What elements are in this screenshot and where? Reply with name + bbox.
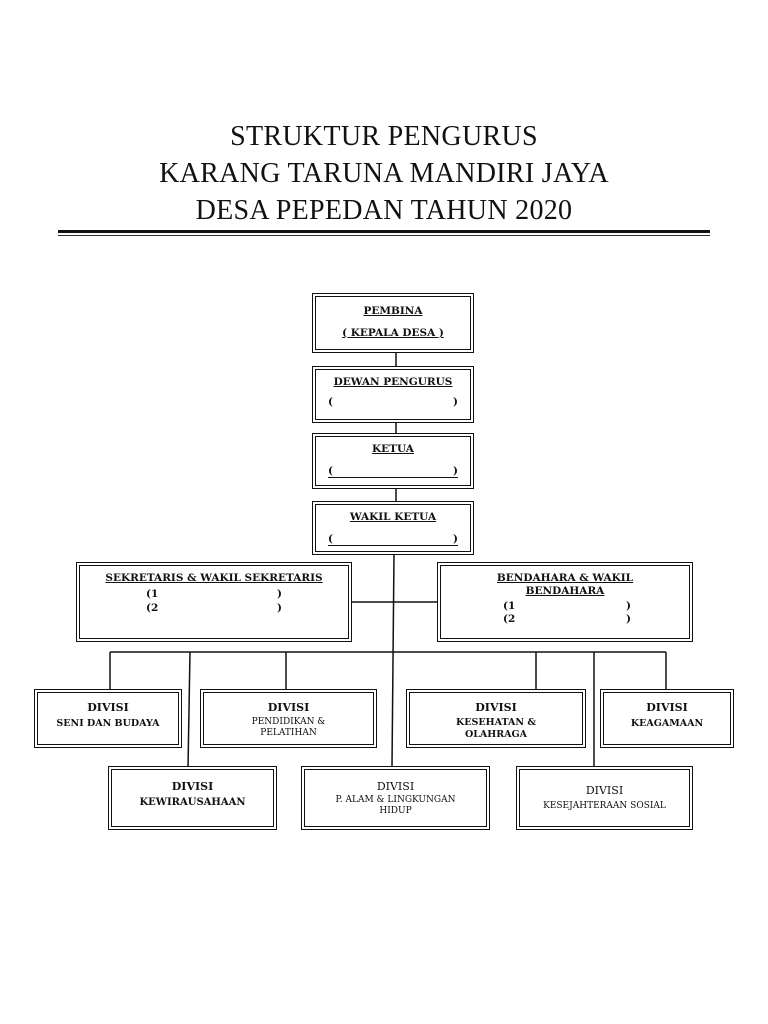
bendahara-row-2: (2 ) bbox=[503, 613, 631, 625]
ketua-name-slot: ( ) bbox=[328, 465, 458, 478]
divisi-alam-name-1: P. ALAM & LINGKUNGAN bbox=[335, 795, 456, 805]
divisi-pendidikan-name-1: PENDIDIKAN & bbox=[251, 717, 326, 727]
bendahara-r2-close: ) bbox=[626, 613, 631, 625]
chart-title: STRUKTUR PENGURUS KARANG TARUNA MANDIRI … bbox=[0, 118, 768, 229]
node-divisi-seni-budaya: DIVISI SENI DAN BUDAYA bbox=[34, 689, 182, 748]
pembina-sub: ( KEPALA DESA ) bbox=[342, 327, 444, 339]
title-line-2: KARANG TARUNA MANDIRI JAYA bbox=[159, 158, 609, 189]
divisi-kesehatan-head: DIVISI bbox=[475, 701, 517, 714]
wakil-ketua-close: ) bbox=[453, 533, 458, 545]
bendahara-label-2: BENDAHARA bbox=[525, 585, 605, 597]
divisi-keagamaan-name: KEAGAMAAN bbox=[630, 718, 704, 729]
node-divisi-kewirausahaan: DIVISI KEWIRAUSAHAAN bbox=[108, 766, 277, 830]
sekretaris-r1-open: (1 bbox=[146, 588, 159, 600]
title-rule-thin bbox=[58, 235, 710, 236]
bendahara-row-1: (1 ) bbox=[503, 600, 631, 612]
node-divisi-kesehatan: DIVISI KESEHATAN & OLAHRAGA bbox=[406, 689, 586, 748]
node-sekretaris: SEKRETARIS & WAKIL SEKRETARIS (1 ) (2 ) bbox=[76, 562, 352, 642]
bendahara-r2-open: (2 bbox=[503, 613, 516, 625]
node-divisi-pelestarian-alam: DIVISI P. ALAM & LINGKUNGAN HIDUP bbox=[301, 766, 490, 830]
divisi-pendidikan-name-2: PELATIHAN bbox=[260, 728, 317, 738]
node-divisi-kesejahteraan-sosial: DIVISI KESEJAHTERAAN SOSIAL bbox=[516, 766, 693, 830]
divisi-kewirausahaan-name: KEWIRAUSAHAAN bbox=[139, 797, 246, 808]
pembina-label: PEMBINA bbox=[363, 305, 423, 317]
sekretaris-r2-close: ) bbox=[277, 602, 282, 614]
divisi-keagamaan-head: DIVISI bbox=[646, 701, 688, 714]
connector-trunk bbox=[391, 553, 395, 767]
divisi-seni-name: SENI DAN BUDAYA bbox=[56, 718, 160, 729]
divisi-kesehatan-name-1: KESEHATAN & bbox=[456, 717, 536, 728]
bendahara-r1-close: ) bbox=[626, 600, 631, 612]
sekretaris-r1-close: ) bbox=[277, 588, 282, 600]
node-wakil-ketua: WAKIL KETUA ( ) bbox=[312, 501, 474, 555]
bendahara-r1-open: (1 bbox=[503, 600, 516, 612]
dewan-close: ) bbox=[453, 396, 458, 408]
divisi-kewirausahaan-head: DIVISI bbox=[171, 780, 214, 793]
divisi-sosial-head: DIVISI bbox=[585, 784, 624, 797]
title-rule-thick bbox=[58, 230, 710, 233]
divisi-kesehatan-name-2: OLAHRAGA bbox=[464, 729, 528, 740]
wakil-ketua-open: ( bbox=[328, 533, 333, 545]
bendahara-label-1: BENDAHARA & WAKIL bbox=[496, 572, 634, 584]
dewan-label: DEWAN PENGURUS bbox=[333, 376, 453, 388]
sekretaris-label: SEKRETARIS & WAKIL SEKRETARIS bbox=[105, 572, 323, 584]
divisi-seni-head: DIVISI bbox=[87, 701, 129, 714]
divisi-pendidikan-head: DIVISI bbox=[267, 701, 310, 714]
connector-kewirausahaan bbox=[187, 651, 191, 769]
sekretaris-r2-open: (2 bbox=[146, 602, 159, 614]
wakil-ketua-name-slot: ( ) bbox=[328, 533, 458, 546]
sekretaris-row-1: (1 ) bbox=[146, 588, 282, 600]
node-bendahara: BENDAHARA & WAKIL BENDAHARA (1 ) (2 ) bbox=[437, 562, 693, 642]
title-line-1: STRUKTUR PENGURUS bbox=[230, 121, 538, 152]
node-divisi-pendidikan: DIVISI PENDIDIKAN & PELATIHAN bbox=[200, 689, 377, 748]
title-line-3: DESA PEPEDAN TAHUN 2020 bbox=[195, 195, 573, 226]
node-dewan-pengurus: DEWAN PENGURUS ( ) bbox=[312, 366, 474, 423]
ketua-label: KETUA bbox=[372, 443, 414, 455]
wakil-ketua-label: WAKIL KETUA bbox=[349, 511, 437, 523]
node-ketua: KETUA ( ) bbox=[312, 433, 474, 489]
node-divisi-keagamaan: DIVISI KEAGAMAAN bbox=[600, 689, 734, 748]
sekretaris-row-2: (2 ) bbox=[146, 602, 282, 614]
ketua-open: ( bbox=[328, 465, 333, 477]
ketua-close: ) bbox=[453, 465, 458, 477]
dewan-open: ( bbox=[328, 396, 333, 408]
node-pembina: PEMBINA ( KEPALA DESA ) bbox=[312, 293, 474, 353]
dewan-name-slot: ( ) bbox=[328, 396, 458, 408]
divisi-alam-head: DIVISI bbox=[376, 780, 415, 793]
divisi-alam-name-2: HIDUP bbox=[379, 806, 412, 816]
divisi-sosial-name: KESEJAHTERAAN SOSIAL bbox=[543, 801, 666, 811]
